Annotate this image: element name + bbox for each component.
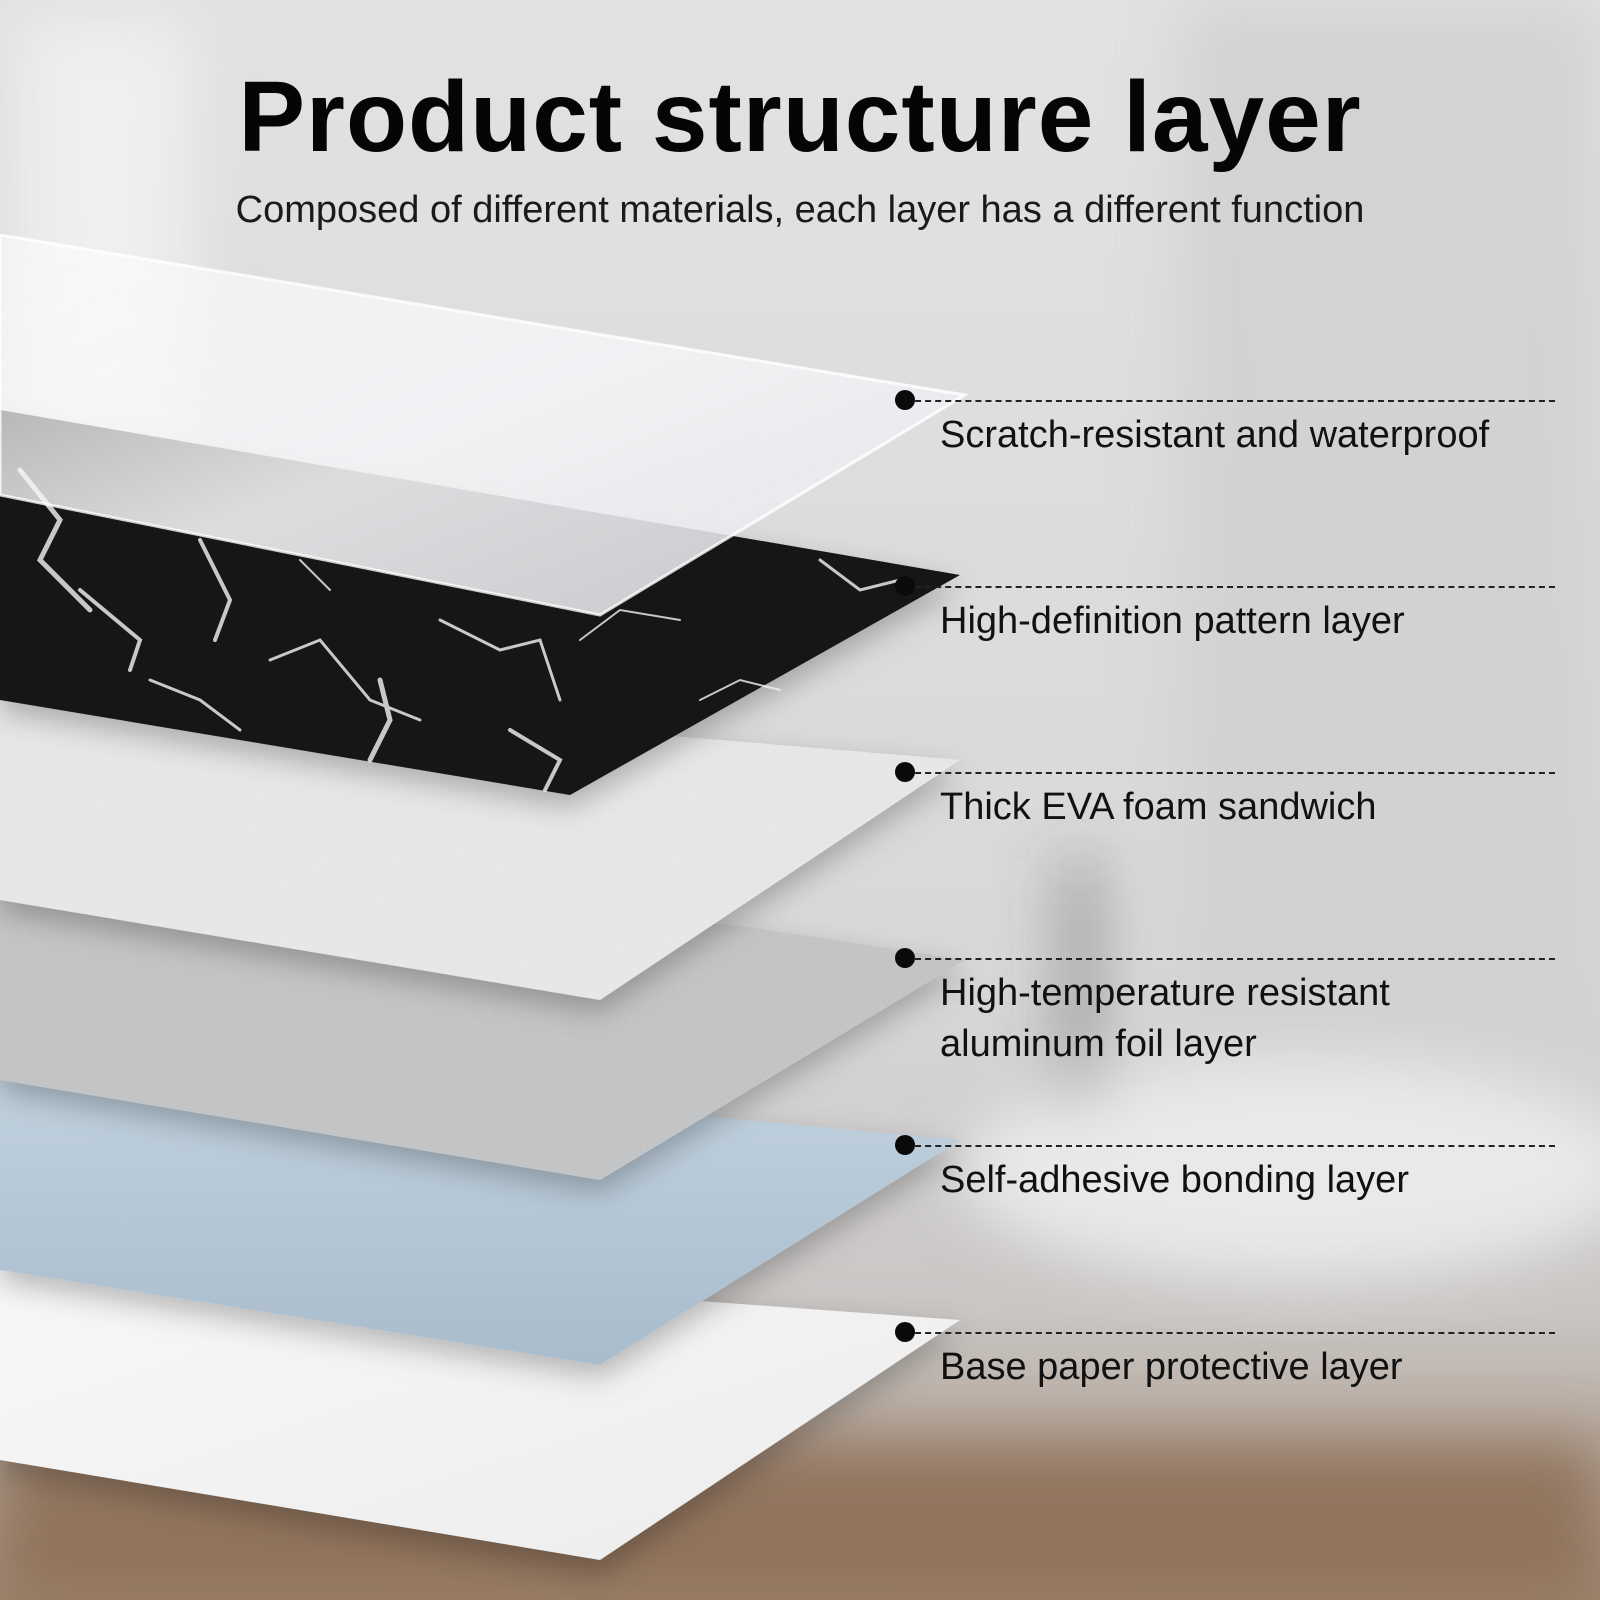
leader-line [905, 586, 1555, 588]
anchor-dot [895, 762, 915, 782]
leader-line [905, 1145, 1555, 1147]
callout-label: Scratch-resistant and waterproof [940, 410, 1580, 461]
anchor-dot [895, 1135, 915, 1155]
callout-label: High-temperature resistant aluminum foil… [940, 968, 1580, 1070]
layer-base-paper [0, 1250, 960, 1560]
layer-clear-film [0, 233, 970, 617]
layer-eva-foam [0, 680, 960, 1000]
layer-aluminum-foil [0, 880, 965, 1180]
layer-blue-adhesive [0, 1050, 960, 1365]
leader-line [905, 958, 1555, 960]
callout-label-line: Base paper protective layer [940, 1346, 1403, 1388]
anchor-dot [895, 390, 915, 410]
callout-base-paper: Base paper protective layer [895, 1322, 1555, 1388]
anchor-dot [895, 1322, 915, 1342]
leader-line [905, 1332, 1555, 1334]
callout-pattern-layer: High-definition pattern layer [895, 576, 1555, 642]
leader-line [905, 400, 1555, 402]
callout-label-line: High-temperature resistant [940, 972, 1390, 1014]
callout-aluminum-foil: High-temperature resistant aluminum foil… [895, 948, 1555, 1065]
callout-label-line: Thick EVA foam sandwich [940, 786, 1377, 828]
callout-label: Self-adhesive bonding layer [940, 1155, 1580, 1206]
page-title: Product structure layer [238, 61, 1362, 173]
page-subtitle: Composed of different materials, each la… [235, 189, 1365, 231]
anchor-dot [895, 948, 915, 968]
callout-label-line: Scratch-resistant and waterproof [940, 414, 1490, 456]
callout-scratch-resistant: Scratch-resistant and waterproof [895, 390, 1555, 456]
leader-line [905, 772, 1555, 774]
callout-label: Base paper protective layer [940, 1342, 1580, 1393]
callout-label-line: aluminum foil layer [940, 1023, 1257, 1065]
anchor-dot [895, 576, 915, 596]
callout-label-line: High-definition pattern layer [940, 600, 1405, 642]
callout-label: High-definition pattern layer [940, 596, 1580, 647]
callout-label: Thick EVA foam sandwich [940, 782, 1580, 833]
callout-self-adhesive: Self-adhesive bonding layer [895, 1135, 1555, 1201]
callout-eva-foam: Thick EVA foam sandwich [895, 762, 1555, 828]
callout-label-line: Self-adhesive bonding layer [940, 1159, 1409, 1201]
